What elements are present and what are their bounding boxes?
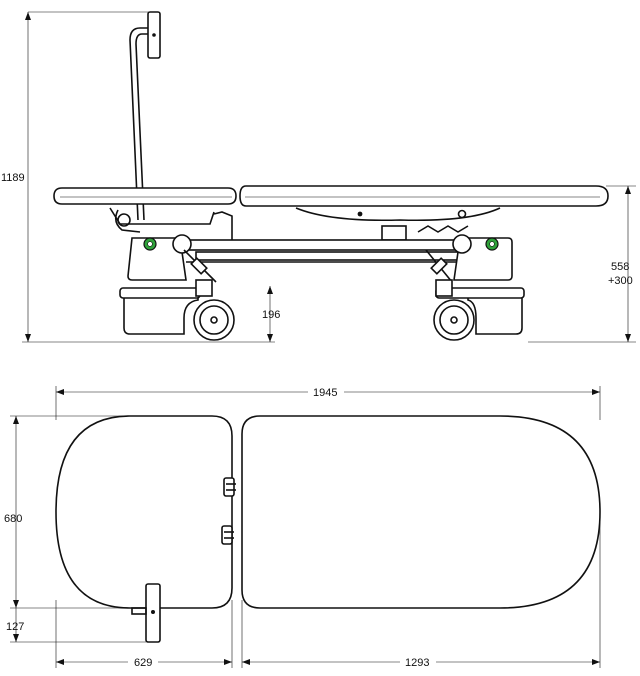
label-height-extra: +300 <box>608 275 633 287</box>
dimension-overall-height: 1189 <box>1 11 275 343</box>
label-head-section-length: 629 <box>134 657 152 669</box>
head-cushion-top <box>55 415 233 609</box>
label-body-section-length: 1293 <box>405 657 429 669</box>
label-width: 680 <box>4 513 22 525</box>
dimension-width: 680 <box>4 415 130 609</box>
dimension-ground-clearance: 196 <box>262 286 280 342</box>
label-ground-clearance: 196 <box>262 309 280 321</box>
castor-right <box>433 279 475 341</box>
dimension-total-length: 1945 <box>55 385 601 420</box>
top-view: 1945 680 <box>4 385 601 669</box>
body-cushion-top <box>241 415 601 609</box>
head-cushion-side <box>53 187 237 205</box>
dimension-height-range: 558 +300 <box>528 185 636 343</box>
label-height-main: 558 <box>611 261 629 273</box>
hinge-brackets <box>221 477 236 545</box>
push-handle-top <box>131 583 161 643</box>
label-overall-height: 1189 <box>1 172 25 184</box>
label-total-length: 1945 <box>313 387 337 399</box>
dimension-handle-offset: 127 <box>6 608 146 643</box>
castor-left <box>193 279 235 341</box>
body-cushion-side <box>239 185 609 207</box>
label-handle-offset: 127 <box>6 621 24 633</box>
push-handle <box>129 11 161 221</box>
dimension-section-lengths: 629 1293 <box>55 520 601 669</box>
side-view: 1189 <box>1 11 636 343</box>
